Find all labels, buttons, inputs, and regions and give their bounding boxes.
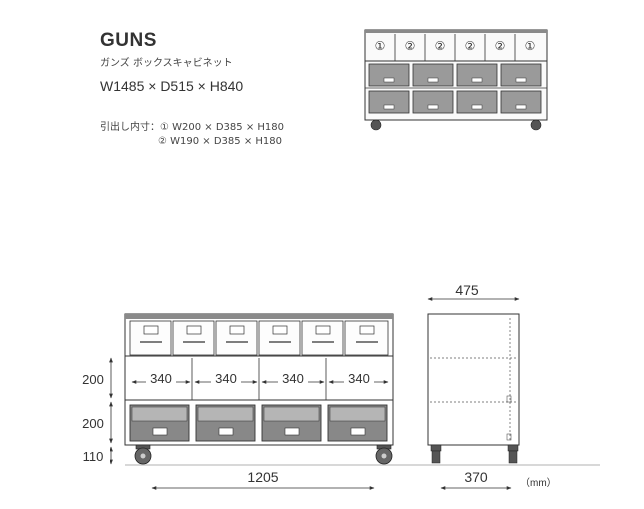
slot-width-label-1: 340	[150, 371, 172, 386]
front-top-drawer-labels	[143, 325, 375, 335]
thumbnail-drawers	[368, 63, 542, 114]
front-top-drawers	[129, 320, 389, 356]
thumb-marker-4: ②	[465, 39, 476, 53]
side-shelf-lines	[430, 318, 517, 442]
side-view-cabinet	[427, 313, 520, 464]
thumbnail-drawer-handles	[383, 77, 527, 110]
total-width-label: 1205	[247, 469, 278, 485]
side-casters	[430, 444, 519, 464]
side-bottom-width-label: 370	[464, 469, 488, 485]
side-rail-stop-2	[506, 433, 512, 441]
height-dim-label-bgs	[80, 372, 110, 463]
slot-width-label-4: 340	[348, 371, 370, 386]
side-top-width-label: 475	[455, 282, 479, 298]
drawer-inner-dims-2: ② W190 × D385 × H180	[158, 136, 282, 147]
front-middle-dividers	[191, 358, 327, 400]
slot-width-label-2: 340	[215, 371, 237, 386]
thumb-marker-6: ①	[525, 39, 536, 53]
product-subtitle: ガンズ ボックスキャビネット	[100, 58, 233, 69]
thumb-marker-1: ①	[375, 39, 386, 53]
thumbnail-cabinet: ① ② ② ② ② ①	[364, 29, 548, 131]
front-bottom-drawer-bands	[131, 406, 386, 422]
inner-dims-line1: ① W200 × D385 × H180	[160, 122, 284, 133]
inner-dims-label: 引出し内寸：	[100, 122, 160, 133]
thumb-marker-5: ②	[495, 39, 506, 53]
height-label-200-bottom: 200	[82, 416, 104, 431]
thumb-marker-3: ②	[435, 39, 446, 53]
unit-label: （mm）	[520, 477, 557, 489]
slot-width-label-3: 340	[282, 371, 304, 386]
front-casters	[134, 444, 393, 465]
height-label-110: 110	[83, 449, 104, 464]
thumbnail-casters	[370, 119, 542, 131]
front-bottom-drawer-handles	[152, 427, 366, 436]
front-view-cabinet	[124, 313, 394, 465]
overall-dimensions: W1485 × D515 × H840	[100, 78, 244, 94]
thumb-marker-2: ②	[405, 39, 416, 53]
front-slot-width-label-bgs	[146, 370, 374, 386]
drawer-inner-dims-1: 引出し内寸：① W200 × D385 × H180	[100, 118, 284, 133]
thumbnail-top-dividers	[394, 34, 516, 61]
product-title: GUNS	[100, 30, 157, 51]
side-rail-stop-1	[506, 395, 512, 403]
height-label-200-top: 200	[82, 372, 104, 387]
